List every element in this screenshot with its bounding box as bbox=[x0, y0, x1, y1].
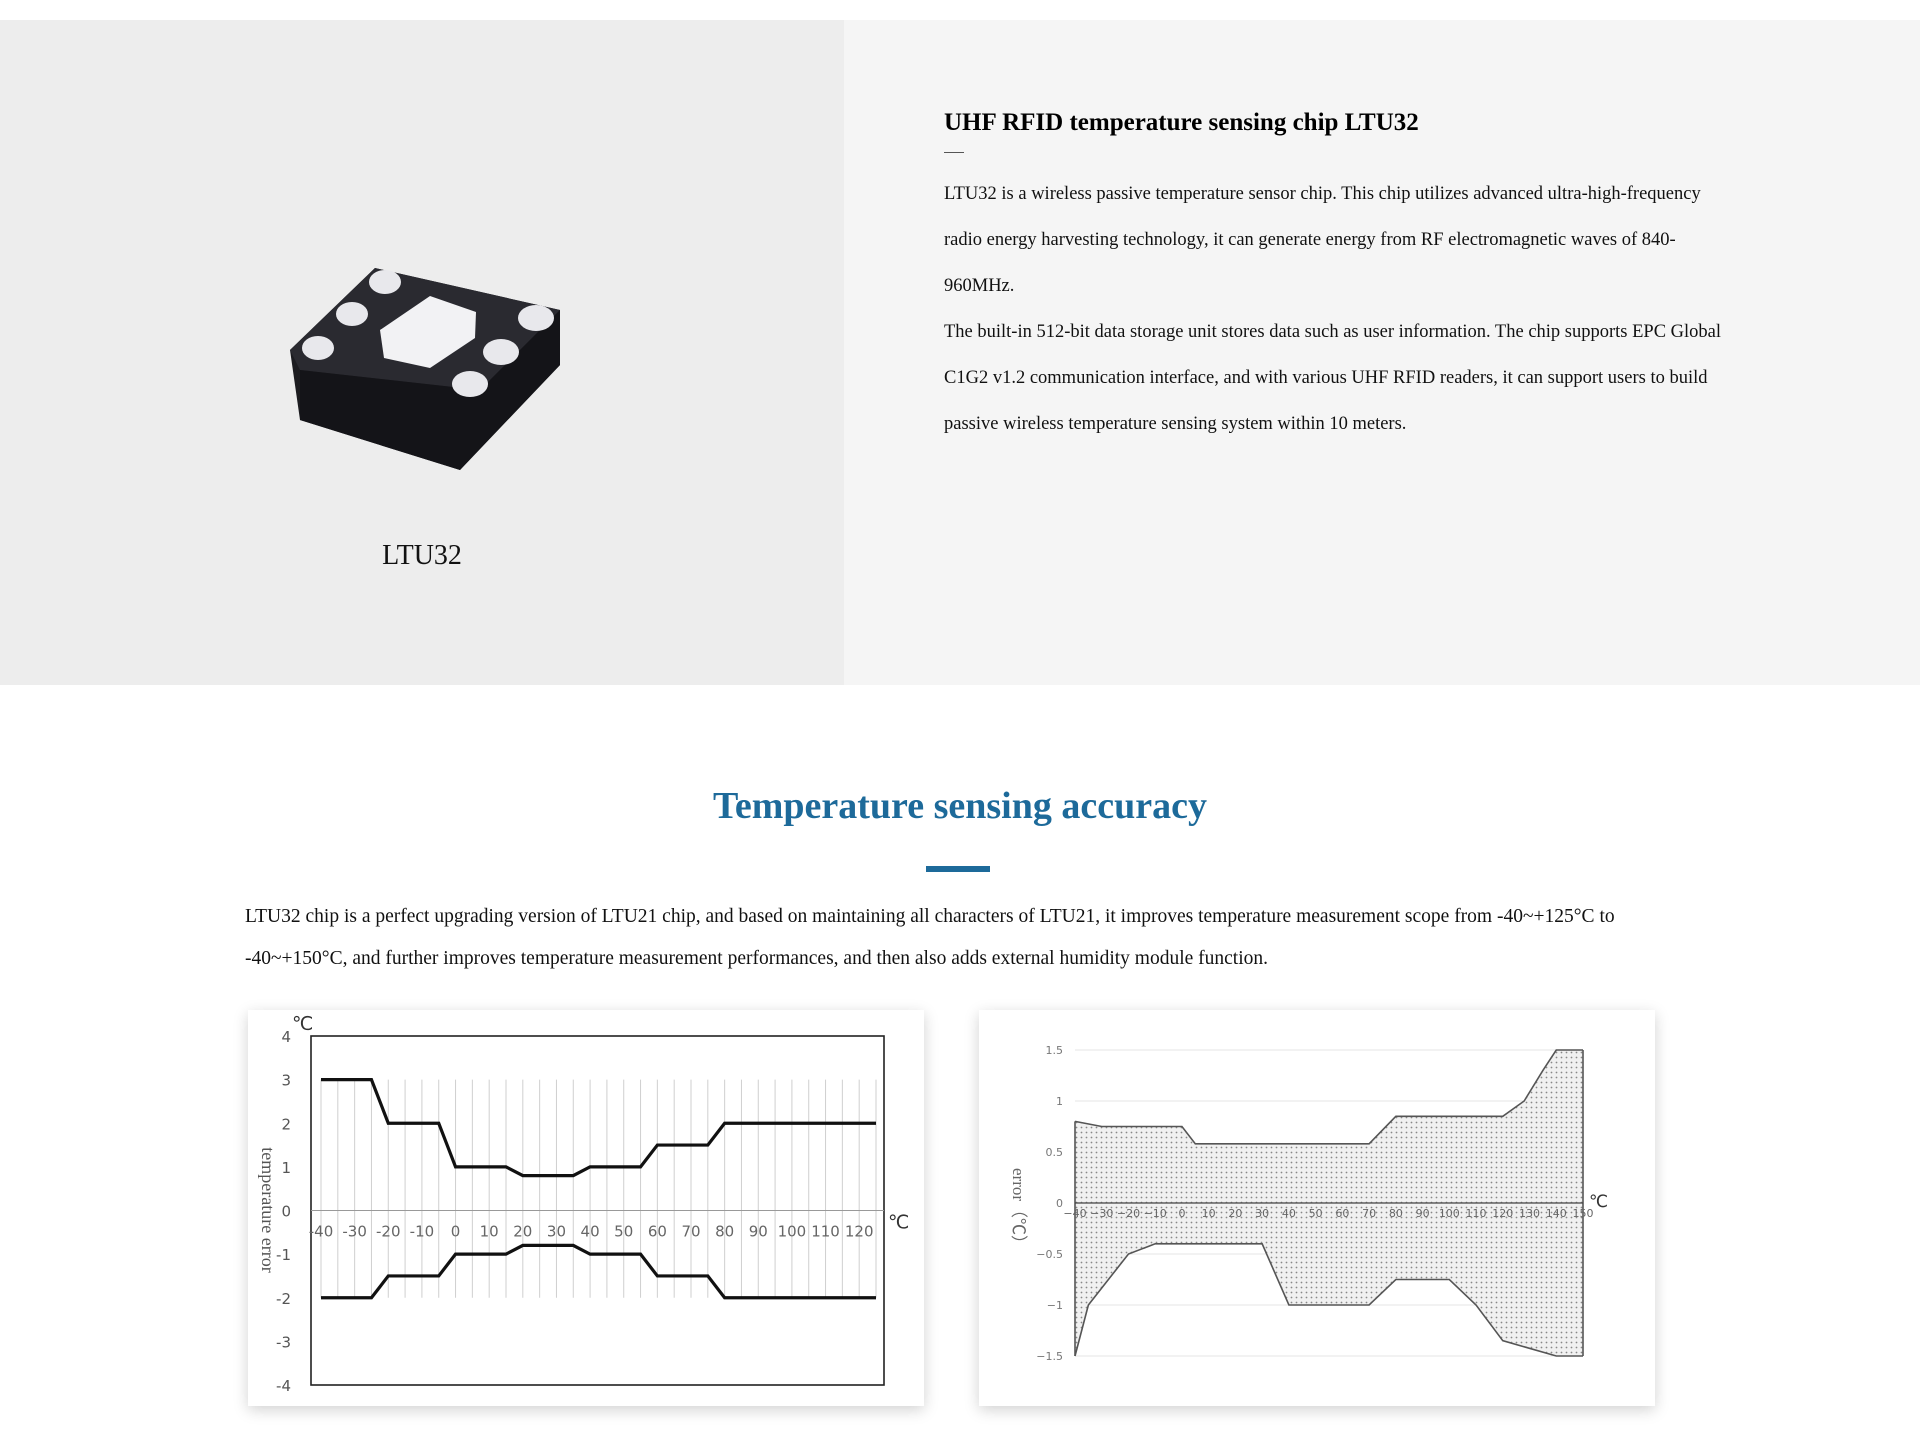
x-tick-label: 100 bbox=[778, 1223, 807, 1241]
product-intro-band: LTU32 UHF RFID temperature sensing chip … bbox=[0, 20, 1920, 685]
x-tick-label: 90 bbox=[1416, 1207, 1430, 1220]
product-description: UHF RFID temperature sensing chip LTU32 … bbox=[944, 108, 1724, 447]
x-tick-label: 30 bbox=[547, 1223, 566, 1241]
x-tick-label: 80 bbox=[715, 1223, 734, 1241]
y-tick-label: 0 bbox=[1056, 1197, 1063, 1210]
y-tick-label: 1.5 bbox=[1046, 1044, 1064, 1057]
x-unit-label: ℃ bbox=[888, 1212, 909, 1234]
series-line bbox=[321, 1078, 876, 1178]
y-tick-label: -2 bbox=[276, 1290, 291, 1308]
x-tick-label: 20 bbox=[1228, 1207, 1242, 1220]
accuracy-chart-ltu32: 1.5 1 0.5 0 −0.5 −1 −1.5 −40 −30 −20 −10 0 10 20 30 40 5… bbox=[979, 1010, 1655, 1406]
x-tick-label: 60 bbox=[648, 1223, 667, 1241]
y-tick-label: -3 bbox=[276, 1333, 291, 1351]
y-tick-label: 0 bbox=[281, 1203, 291, 1221]
product-title: UHF RFID temperature sensing chip LTU32 bbox=[944, 109, 1419, 136]
chip-caption: LTU32 bbox=[382, 540, 462, 571]
x-tick-label: 30 bbox=[1255, 1207, 1269, 1220]
x-tick-label: 100 bbox=[1439, 1207, 1460, 1220]
title-divider bbox=[944, 152, 964, 153]
x-tick-label: -10 bbox=[410, 1223, 435, 1241]
x-tick-label: −20 bbox=[1117, 1207, 1140, 1220]
x-tick-label: 130 bbox=[1519, 1207, 1540, 1220]
y-tick-label: 1 bbox=[1056, 1095, 1063, 1108]
section-title: Temperature sensing accuracy bbox=[713, 785, 1207, 827]
upper-bound-line bbox=[1074, 1049, 1583, 1145]
x-tick-label: 40 bbox=[581, 1223, 600, 1241]
x-tick-label: −10 bbox=[1144, 1207, 1167, 1220]
product-paragraph: LTU32 is a wireless passive temperature … bbox=[944, 184, 1701, 296]
x-tick-label: 10 bbox=[480, 1223, 499, 1241]
y-tick-label: -4 bbox=[276, 1377, 291, 1395]
product-paragraph: The built-in 512-bit data storage unit s… bbox=[944, 322, 1722, 434]
series-line bbox=[321, 1243, 876, 1300]
x-tick-label: 10 bbox=[1202, 1207, 1216, 1220]
x-tick-label: -30 bbox=[342, 1223, 367, 1241]
x-tick-label: 0 bbox=[451, 1223, 461, 1241]
x-tick-label: 0 bbox=[1178, 1207, 1185, 1220]
x-tick-label: 110 bbox=[1466, 1207, 1487, 1220]
x-tick-label: 40 bbox=[1282, 1207, 1296, 1220]
y-tick-label: -1 bbox=[276, 1246, 291, 1264]
x-tick-label: 150 bbox=[1573, 1207, 1594, 1220]
x-tick-label: 110 bbox=[811, 1223, 840, 1241]
chip-image bbox=[280, 240, 570, 490]
x-tick-label: 120 bbox=[1492, 1207, 1513, 1220]
y-tick-label: 3 bbox=[281, 1072, 291, 1090]
x-tick-label: −30 bbox=[1090, 1207, 1113, 1220]
chart-ltu32-svg: 1.5 1 0.5 0 −0.5 −1 −1.5 −40 −30 −20 −10 0 10 20 30 40 5… bbox=[1009, 1044, 1608, 1363]
y-unit-label: ℃ bbox=[292, 1013, 313, 1035]
y-tick-label: −1.5 bbox=[1036, 1350, 1063, 1363]
y-tick-label: −1 bbox=[1047, 1299, 1063, 1312]
x-tick-label: 60 bbox=[1335, 1207, 1349, 1220]
y-tick-label: 2 bbox=[281, 1115, 291, 1133]
y-tick-label: 0.5 bbox=[1046, 1146, 1064, 1159]
x-tick-label: 90 bbox=[749, 1223, 768, 1241]
x-unit-label: ℃ bbox=[1589, 1192, 1608, 1212]
y-tick-label: 1 bbox=[281, 1159, 291, 1177]
section-title-underline bbox=[926, 866, 990, 872]
x-tick-label: -40 bbox=[309, 1223, 334, 1241]
y-tick-label: −0.5 bbox=[1036, 1248, 1063, 1261]
x-tick-label: -20 bbox=[376, 1223, 401, 1241]
product-image-panel: LTU32 bbox=[0, 20, 844, 685]
section-description: LTU32 chip is a perfect upgrading versio… bbox=[245, 906, 1615, 969]
x-tick-label: 140 bbox=[1546, 1207, 1567, 1220]
x-tick-label: 70 bbox=[1362, 1207, 1376, 1220]
y-axis-label: error（℃） bbox=[1009, 1168, 1028, 1252]
y-axis-label: temperature error bbox=[258, 1147, 278, 1272]
y-tick-label: 4 bbox=[281, 1028, 291, 1046]
x-tick-label: 50 bbox=[614, 1223, 633, 1241]
lower-bound-line bbox=[1074, 1243, 1583, 1357]
x-tick-label: 70 bbox=[681, 1223, 700, 1241]
x-tick-label: 20 bbox=[513, 1223, 532, 1241]
x-tick-label: 80 bbox=[1389, 1207, 1403, 1220]
x-tick-label: −40 bbox=[1063, 1207, 1086, 1220]
x-tick-label: 120 bbox=[845, 1223, 874, 1241]
x-tick-label: 50 bbox=[1309, 1207, 1323, 1220]
